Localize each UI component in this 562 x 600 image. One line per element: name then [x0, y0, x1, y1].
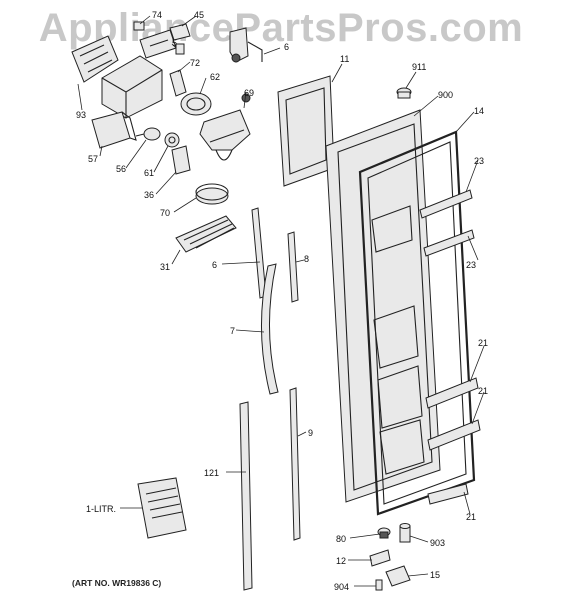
callout-labels: 74 45 5 6 72 62 69 93 57 56 61 36 70 31 …	[76, 10, 488, 592]
dispenser-recess-11	[277, 75, 335, 187]
gear-61	[164, 132, 180, 148]
callout-56: 56	[116, 164, 126, 174]
solenoid-57	[91, 111, 137, 149]
motor-56	[135, 127, 161, 141]
callout-6: 6	[212, 260, 217, 270]
door-liner-900	[325, 109, 441, 503]
callout-6-top: 6	[284, 42, 289, 52]
bin-21-lower	[427, 483, 469, 505]
dispenser-box-assembly	[101, 29, 177, 119]
callout-8: 8	[304, 254, 309, 264]
trim-strip-121	[239, 401, 253, 591]
callout-900: 900	[438, 90, 453, 100]
callout-93: 93	[76, 110, 86, 120]
bin-21-upper	[425, 377, 479, 409]
trim-strip-9	[289, 387, 301, 541]
bushing-903	[399, 523, 411, 543]
callout-121: 121	[204, 468, 219, 478]
callout-80: 80	[336, 534, 346, 544]
callout-5: 5	[172, 38, 177, 48]
screw-904	[375, 579, 383, 591]
switch-36	[171, 145, 191, 175]
callout-15: 15	[430, 570, 440, 580]
lever-72	[169, 69, 187, 97]
hinge-15	[385, 565, 411, 587]
shelf-23-lower	[423, 229, 475, 257]
callout-74: 74	[152, 10, 162, 20]
switch-74	[133, 21, 145, 31]
actuator-6-top	[229, 27, 263, 63]
art-number-label: (ART NO. WR19836 C)	[72, 578, 162, 588]
callout-62: 62	[210, 72, 220, 82]
callout-903: 903	[430, 538, 445, 548]
shelf-23-upper	[419, 189, 473, 219]
callout-23-lower: 23	[466, 260, 476, 270]
callout-7: 7	[230, 326, 235, 336]
callout-70: 70	[160, 208, 170, 218]
grille-31	[175, 215, 237, 253]
callout-21-b: 21	[478, 386, 488, 396]
gasket-70	[195, 183, 229, 205]
hinge-12	[369, 549, 391, 567]
housing-69	[199, 93, 251, 161]
callout-9: 9	[308, 428, 313, 438]
callout-31: 31	[160, 262, 170, 272]
literature-1-litr	[137, 477, 187, 539]
callout-69: 69	[244, 88, 254, 98]
callout-904: 904	[334, 582, 349, 592]
callout-1-litr: 1-LITR.	[86, 504, 116, 514]
callout-21-c: 21	[466, 512, 476, 522]
bin-21-middle	[427, 419, 481, 451]
callout-72: 72	[190, 58, 200, 68]
handle-7	[261, 263, 279, 395]
cam-80	[377, 527, 391, 539]
callout-36: 36	[144, 190, 154, 200]
bracket-45-5	[169, 23, 191, 55]
trim-strip-6	[251, 207, 267, 299]
callout-57: 57	[88, 154, 98, 164]
callout-11: 11	[340, 54, 349, 64]
ring-62	[180, 92, 212, 116]
door-gasket-14	[358, 130, 476, 516]
callout-14: 14	[474, 106, 484, 116]
callout-61: 61	[144, 168, 154, 178]
callout-21-a: 21	[478, 338, 488, 348]
callout-911: 911	[412, 62, 426, 72]
dispenser-housing-93	[71, 35, 119, 83]
callout-12: 12	[336, 556, 346, 566]
trim-strip-8	[287, 231, 299, 303]
callout-23-upper: 23	[474, 156, 484, 166]
callout-45: 45	[194, 10, 204, 20]
cap-911	[396, 87, 412, 99]
leader-lines	[77, 15, 485, 587]
